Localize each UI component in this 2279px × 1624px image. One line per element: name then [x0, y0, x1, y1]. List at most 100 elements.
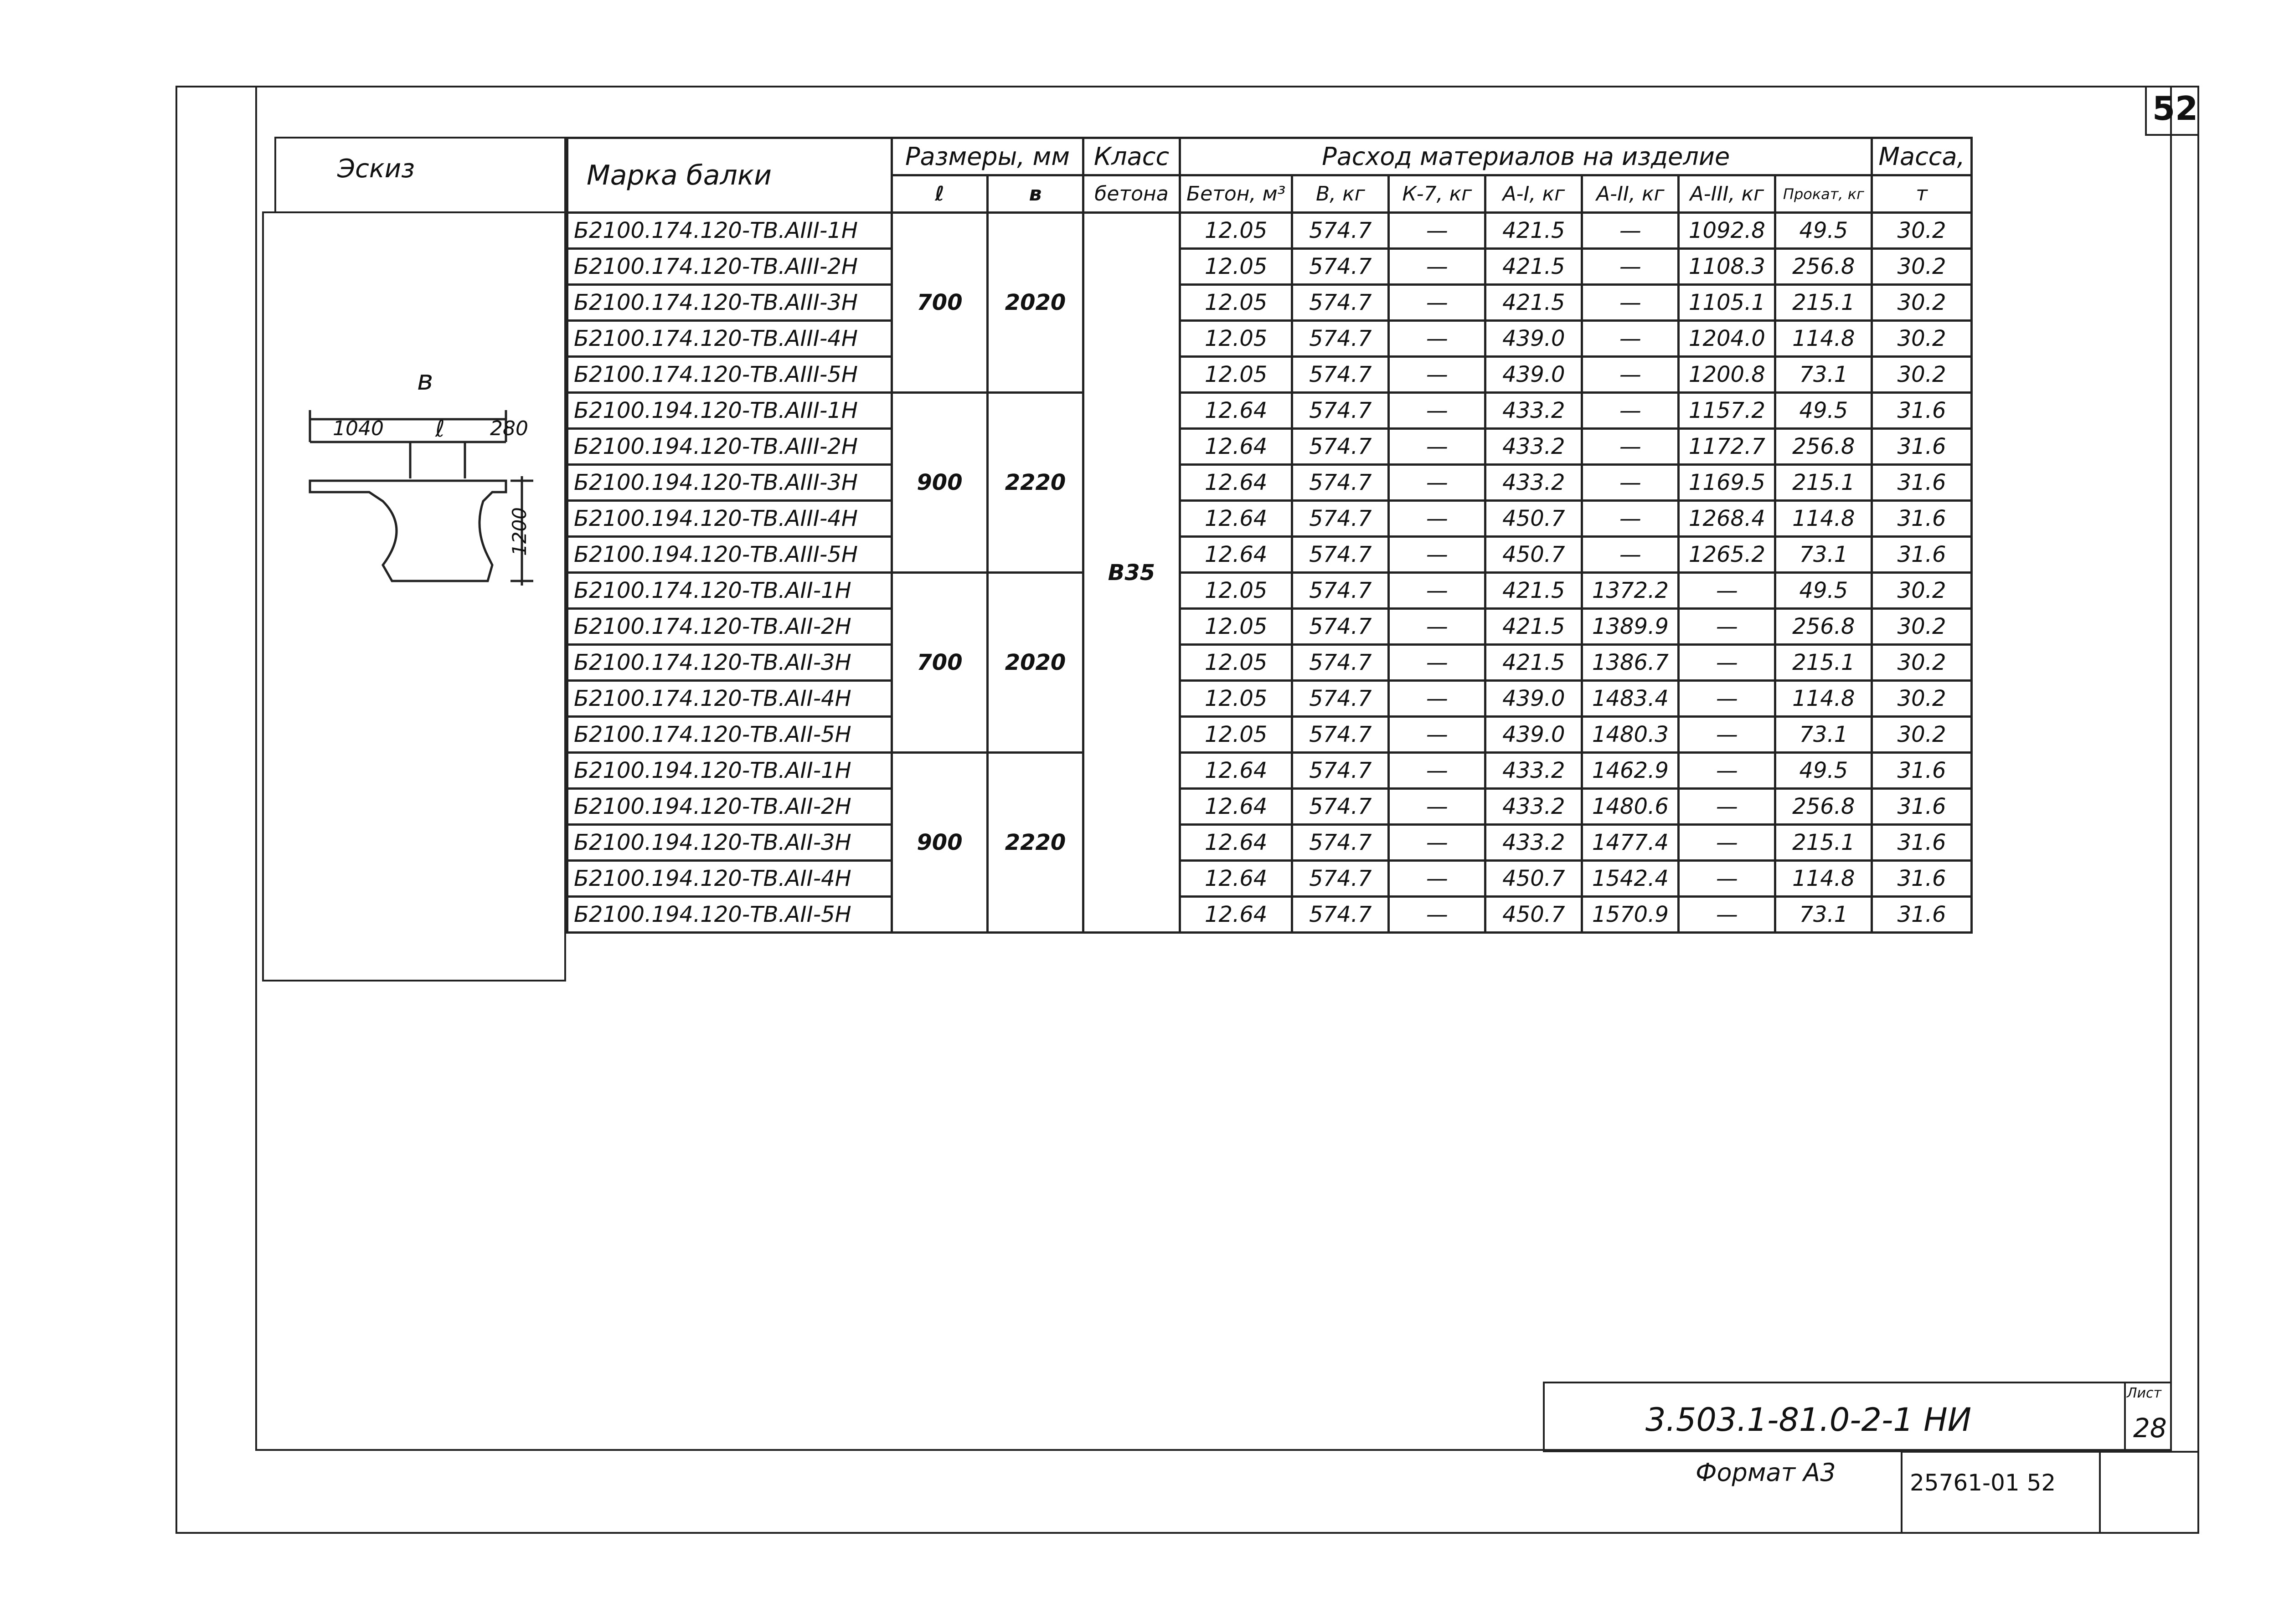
outer-frame	[175, 86, 2199, 1534]
col-header-k7: К-7, кг	[1387, 174, 1487, 214]
material-b-cell: 574.7	[1291, 715, 1390, 754]
material-a3-cell: —	[1677, 643, 1777, 682]
material-prokat-cell: 114.8	[1774, 859, 1873, 898]
material-beton-cell: 12.64	[1178, 499, 1294, 538]
material-a1-cell: 439.0	[1484, 319, 1583, 358]
material-b-cell: 574.7	[1291, 571, 1390, 610]
material-a3-cell: 1092.8	[1677, 211, 1777, 250]
dim-l-cell: 900	[891, 751, 989, 934]
col-header-materials: Расход материалов на изделие	[1178, 137, 1873, 176]
material-beton-cell: 12.05	[1178, 283, 1294, 322]
mass-cell: 31.6	[1871, 859, 1973, 898]
material-a2-cell: —	[1581, 391, 1680, 430]
sketch-header-cell	[274, 137, 566, 213]
material-prokat-cell: 73.1	[1774, 895, 1873, 934]
mass-cell: 31.6	[1871, 463, 1973, 502]
mass-cell: 31.6	[1871, 823, 1973, 862]
material-k7-cell: —	[1387, 607, 1487, 646]
material-prokat-cell: 256.8	[1774, 427, 1873, 466]
material-beton-cell: 12.05	[1178, 355, 1294, 394]
material-b-cell: 574.7	[1291, 355, 1390, 394]
material-beton-cell: 12.05	[1178, 679, 1294, 718]
material-a2-cell: —	[1581, 211, 1680, 250]
material-k7-cell: —	[1387, 211, 1487, 250]
material-prokat-cell: 215.1	[1774, 643, 1873, 682]
sketch-label-height: 1200	[508, 507, 531, 556]
material-prokat-cell: 73.1	[1774, 355, 1873, 394]
material-k7-cell: —	[1387, 355, 1487, 394]
material-a2-cell: —	[1581, 355, 1680, 394]
material-a3-cell: 1268.4	[1677, 499, 1777, 538]
col-header-a3: А-III, кг	[1677, 174, 1777, 214]
sketch-label-left: 1040	[333, 417, 384, 440]
mass-cell: 31.6	[1871, 895, 1973, 934]
material-beton-cell: 12.05	[1178, 715, 1294, 754]
sketch-label-b: в	[417, 365, 433, 396]
dim-b-cell: 2020	[986, 211, 1084, 394]
list-label: Лист	[2127, 1385, 2162, 1401]
material-a1-cell: 439.0	[1484, 715, 1583, 754]
material-prokat-cell: 49.5	[1774, 751, 1873, 790]
format-label: Формат А3	[1696, 1458, 1836, 1487]
sketch-label-right: 280	[490, 417, 528, 440]
material-a2-cell: 1386.7	[1581, 643, 1680, 682]
material-beton-cell: 12.64	[1178, 463, 1294, 502]
material-b-cell: 574.7	[1291, 463, 1390, 502]
mass-cell: 30.2	[1871, 571, 1973, 610]
material-a3-cell: —	[1677, 751, 1777, 790]
material-b-cell: 574.7	[1291, 283, 1390, 322]
material-a3-cell: —	[1677, 787, 1777, 826]
material-a3-cell: 1108.3	[1677, 247, 1777, 286]
material-b-cell: 574.7	[1291, 427, 1390, 466]
inner-frame	[255, 86, 2172, 1451]
material-b-cell: 574.7	[1291, 895, 1390, 934]
sketch-header: Эскиз	[337, 154, 415, 184]
dim-l-cell: 700	[891, 571, 989, 754]
mass-cell: 30.2	[1871, 211, 1973, 250]
material-a2-cell: 1480.3	[1581, 715, 1680, 754]
material-a3-cell: —	[1677, 679, 1777, 718]
material-b-cell: 574.7	[1291, 319, 1390, 358]
dim-b-cell: 2020	[986, 571, 1084, 754]
beam-cross-section-sketch	[309, 410, 533, 586]
material-a3-cell: —	[1677, 859, 1777, 898]
material-prokat-cell: 49.5	[1774, 211, 1873, 250]
material-b-cell: 574.7	[1291, 823, 1390, 862]
beam-mark-cell: Б2100.194.120-ТВ.АII-5Н	[566, 895, 893, 934]
material-beton-cell: 12.64	[1178, 787, 1294, 826]
material-a1-cell: 433.2	[1484, 751, 1583, 790]
material-k7-cell: —	[1387, 859, 1487, 898]
beam-mark-cell: Б2100.174.120-ТВ.АIII-3Н	[566, 283, 893, 322]
material-a1-cell: 421.5	[1484, 571, 1583, 610]
material-prokat-cell: 256.8	[1774, 787, 1873, 826]
material-beton-cell: 12.05	[1178, 211, 1294, 250]
material-a1-cell: 450.7	[1484, 535, 1583, 574]
material-b-cell: 574.7	[1291, 751, 1390, 790]
material-a2-cell: —	[1581, 427, 1680, 466]
material-a1-cell: 421.5	[1484, 607, 1583, 646]
mass-cell: 30.2	[1871, 643, 1973, 682]
sheet-number: 52	[2152, 89, 2198, 128]
material-k7-cell: —	[1387, 499, 1487, 538]
material-prokat-cell: 215.1	[1774, 823, 1873, 862]
beam-mark-cell: Б2100.174.120-ТВ.АIII-2Н	[566, 247, 893, 286]
beam-mark-cell: Б2100.174.120-ТВ.АII-4Н	[566, 679, 893, 718]
material-a3-cell: —	[1677, 571, 1777, 610]
material-a3-cell: 1105.1	[1677, 283, 1777, 322]
material-k7-cell: —	[1387, 535, 1487, 574]
sheet-number-box	[2145, 86, 2199, 136]
archive-divider	[2099, 1451, 2101, 1534]
material-k7-cell: —	[1387, 787, 1487, 826]
material-a1-cell: 421.5	[1484, 643, 1583, 682]
material-a3-cell: 1200.8	[1677, 355, 1777, 394]
mass-cell: 30.2	[1871, 283, 1973, 322]
material-prokat-cell: 114.8	[1774, 679, 1873, 718]
material-a3-cell: —	[1677, 715, 1777, 754]
